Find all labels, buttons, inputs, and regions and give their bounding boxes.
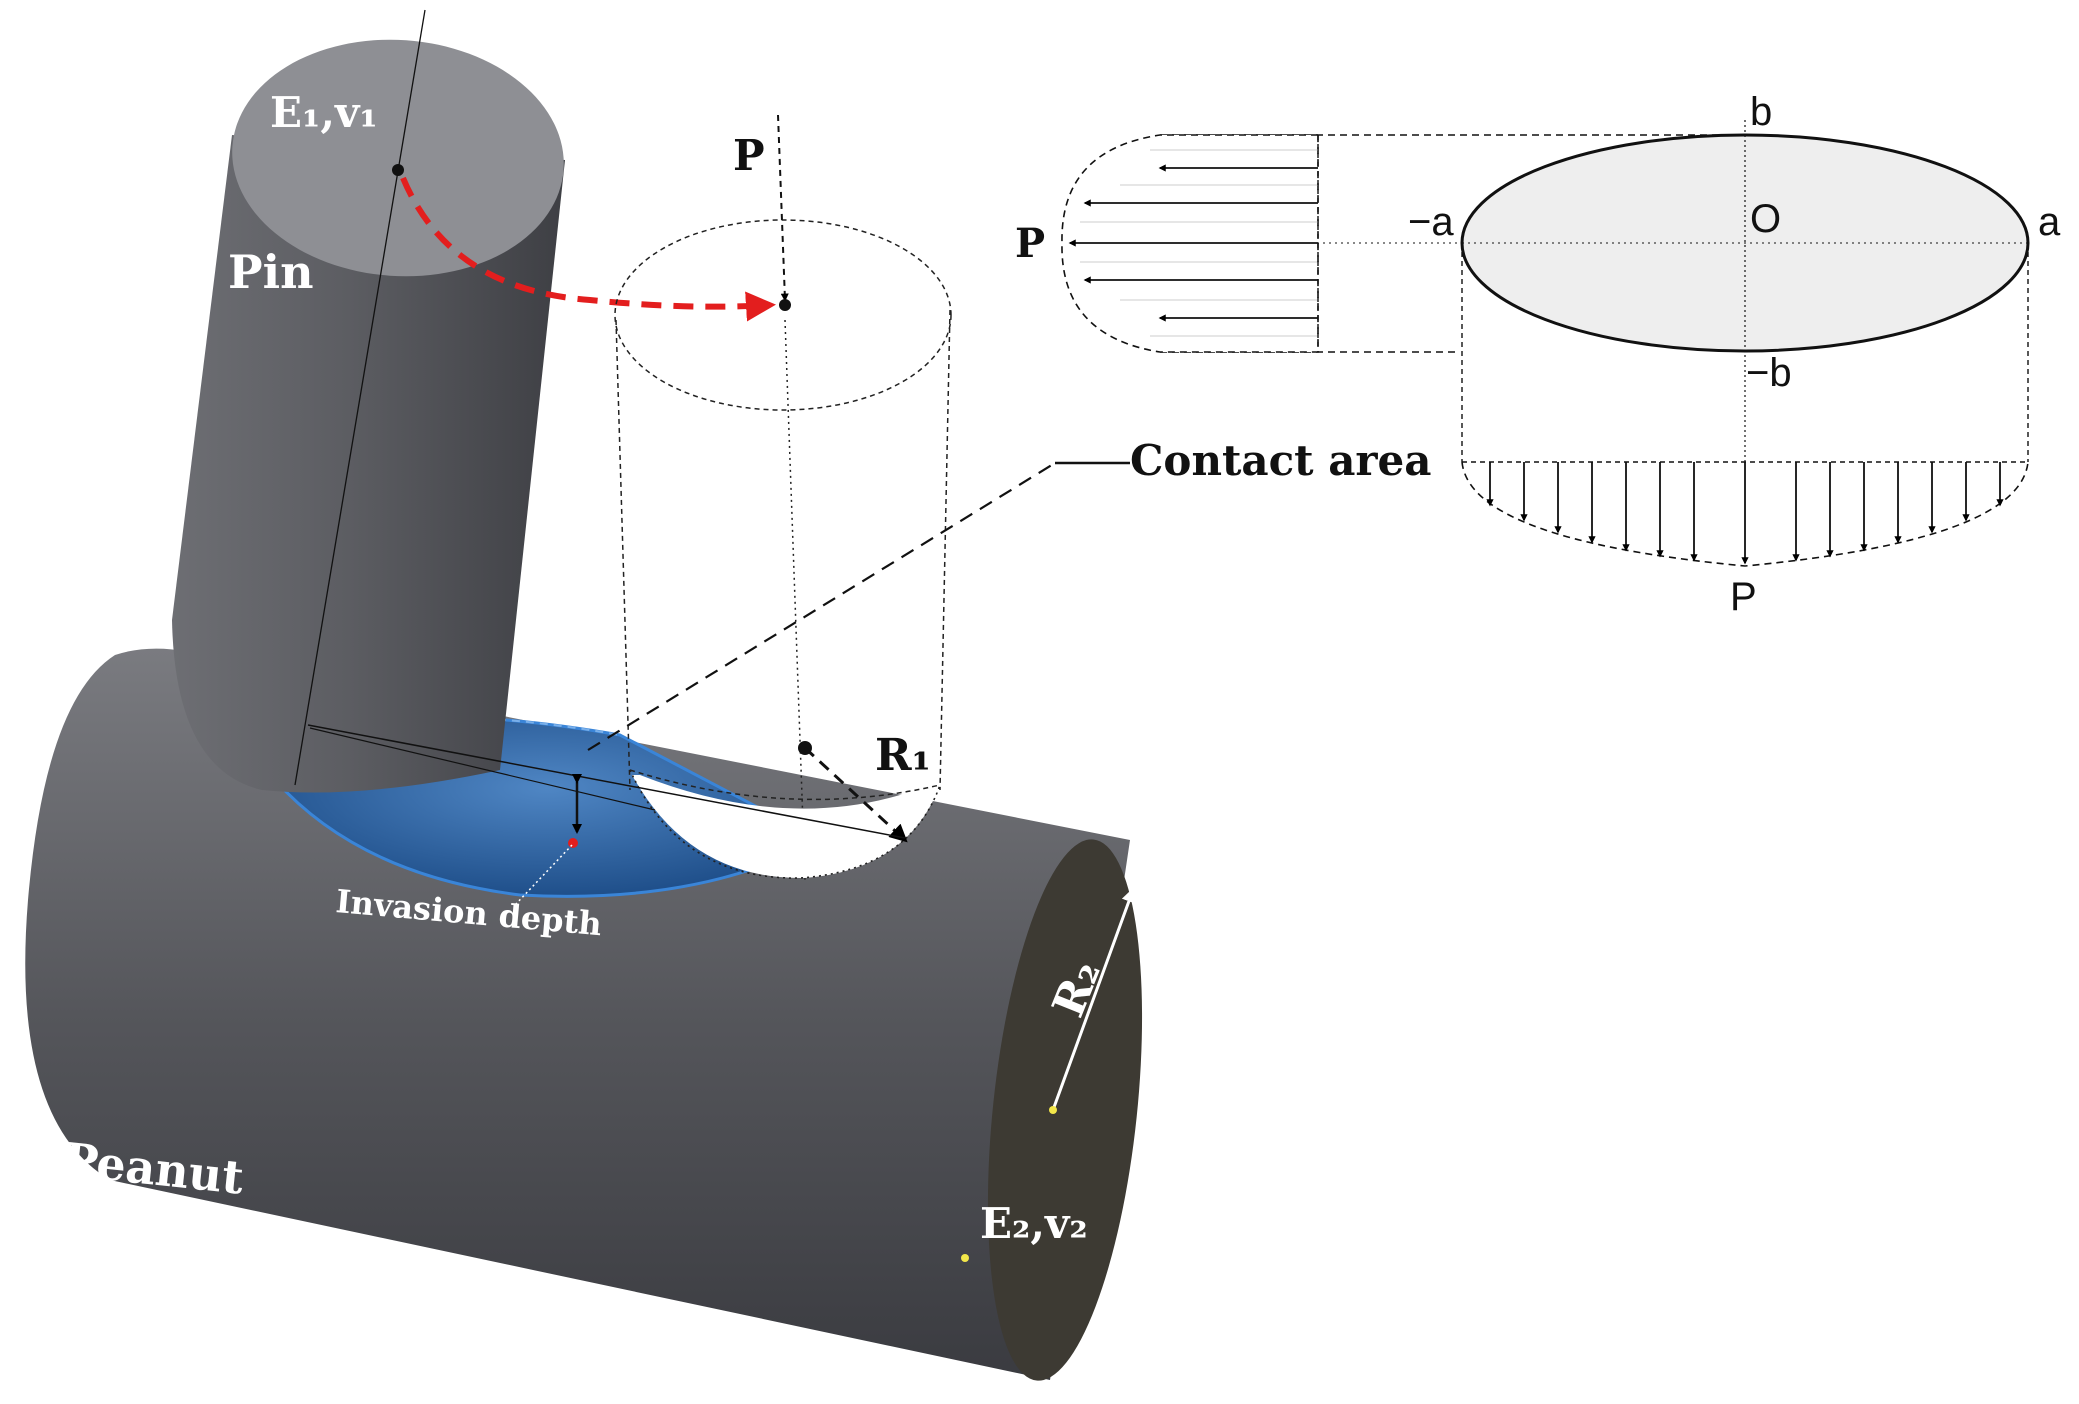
load-top-label: P [733,131,765,180]
pin-cylinder [172,9,565,793]
bottom-pressure-arrows [1486,462,2004,565]
section-line-1 [307,724,906,839]
invasion-depth-leader [514,844,573,906]
pin-top-face [232,39,564,277]
pin-material-label: E₁,v₁ [270,88,378,137]
axis-neg-b-label: −b [1746,351,1792,395]
section-line-2 [309,727,656,811]
pin-body [172,135,565,793]
axis-neg-a-label: −a [1408,200,1454,244]
contact-area-label: Contact area [1130,436,1431,485]
bottom-pressure-profile [1461,461,2029,567]
pin-label: Pin [228,245,314,299]
load-arrow [777,114,789,302]
radius-r1-arrow [803,746,908,843]
ghost-pin-top-center [779,299,791,311]
invasion-depth-dot [568,838,578,848]
ghost-pin-left-edge [615,319,631,791]
radius-pin-label: R₁ [875,730,931,781]
peanut-surface-dot [961,1254,969,1262]
ghost-pin-top [614,219,952,411]
contact-area-leader [587,462,1056,751]
bottom-load-label: P [1730,575,1757,619]
side-load-label: P [1015,220,1045,267]
side-pressure-hatch [1080,149,1318,337]
side-pressure-arrows [1068,164,1318,322]
pin-top-center [392,164,404,176]
ghost-pin-bottom-back [629,769,941,801]
peanut-material-label: E₂,v₂ [980,1199,1088,1248]
peanut-center-dot [1049,1106,1057,1114]
ghost-pin-right-edge [939,309,951,791]
translation-arrow [400,176,776,322]
axis-a-label: a [2038,200,2061,244]
radius-r2-arrow [1051,887,1136,1111]
origin-label: O [1750,197,1781,241]
pressure-diagram [1061,120,2030,567]
axis-b-label: b [1750,90,1772,134]
pin-axis [294,9,426,786]
